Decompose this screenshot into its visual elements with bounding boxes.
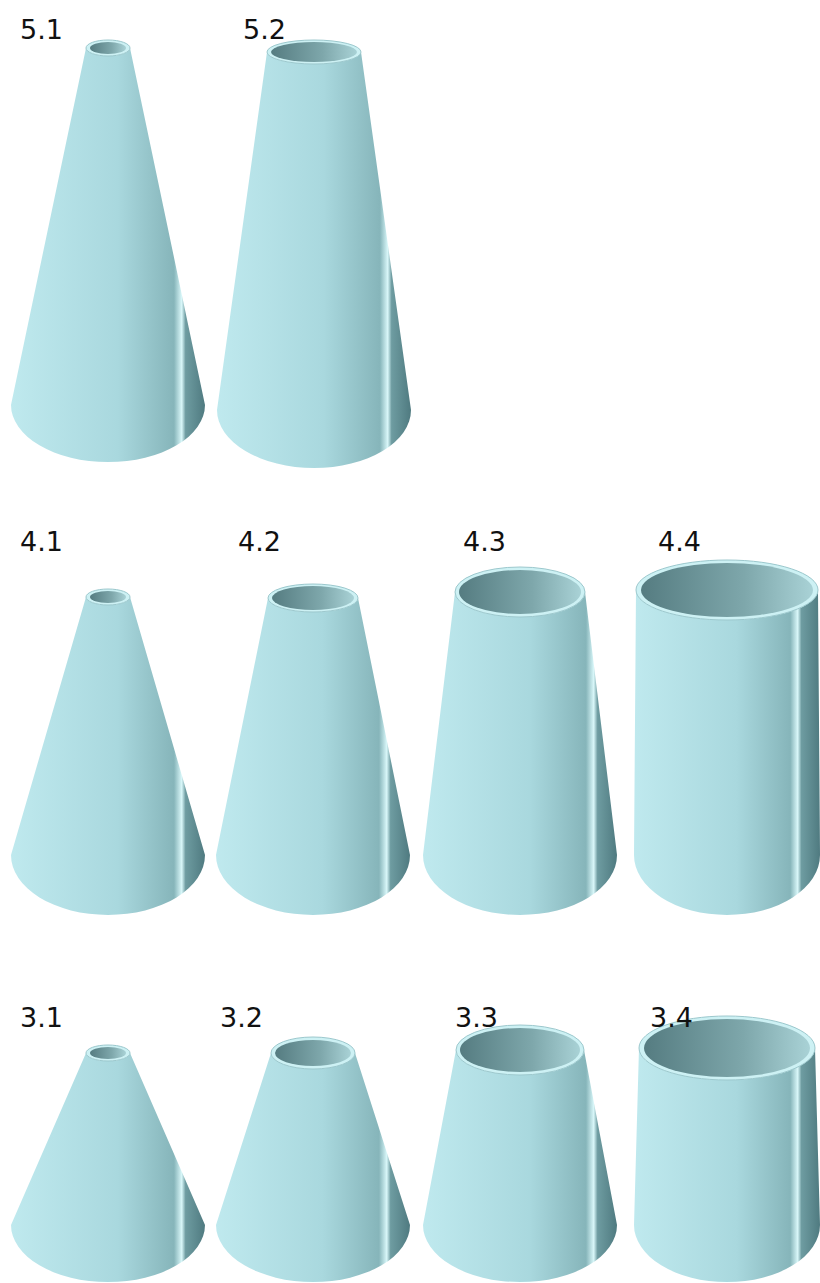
cone-4-3 <box>423 567 617 915</box>
part-label: 4.1 <box>20 528 63 555</box>
part-label: 3.1 <box>20 1004 63 1031</box>
part-label: 4.2 <box>238 528 281 555</box>
part-label: 4.3 <box>463 528 506 555</box>
part-label: 5.2 <box>243 16 286 43</box>
cone-4-4 <box>634 560 820 915</box>
cone-3-2 <box>216 1037 410 1282</box>
part-label: 3.3 <box>455 1004 498 1031</box>
part-label: 4.4 <box>658 528 701 555</box>
cone-3-1 <box>11 1045 205 1282</box>
part-label: 5.1 <box>20 16 63 43</box>
cone-4-1 <box>11 589 205 915</box>
cone-3-4 <box>634 1016 820 1282</box>
cone-3-3 <box>423 1025 617 1282</box>
part-label: 3.4 <box>650 1004 693 1031</box>
cone-5-2 <box>217 40 411 468</box>
cone-4-2 <box>216 584 410 915</box>
cone-5-1 <box>11 40 205 462</box>
part-label: 3.2 <box>220 1004 263 1031</box>
